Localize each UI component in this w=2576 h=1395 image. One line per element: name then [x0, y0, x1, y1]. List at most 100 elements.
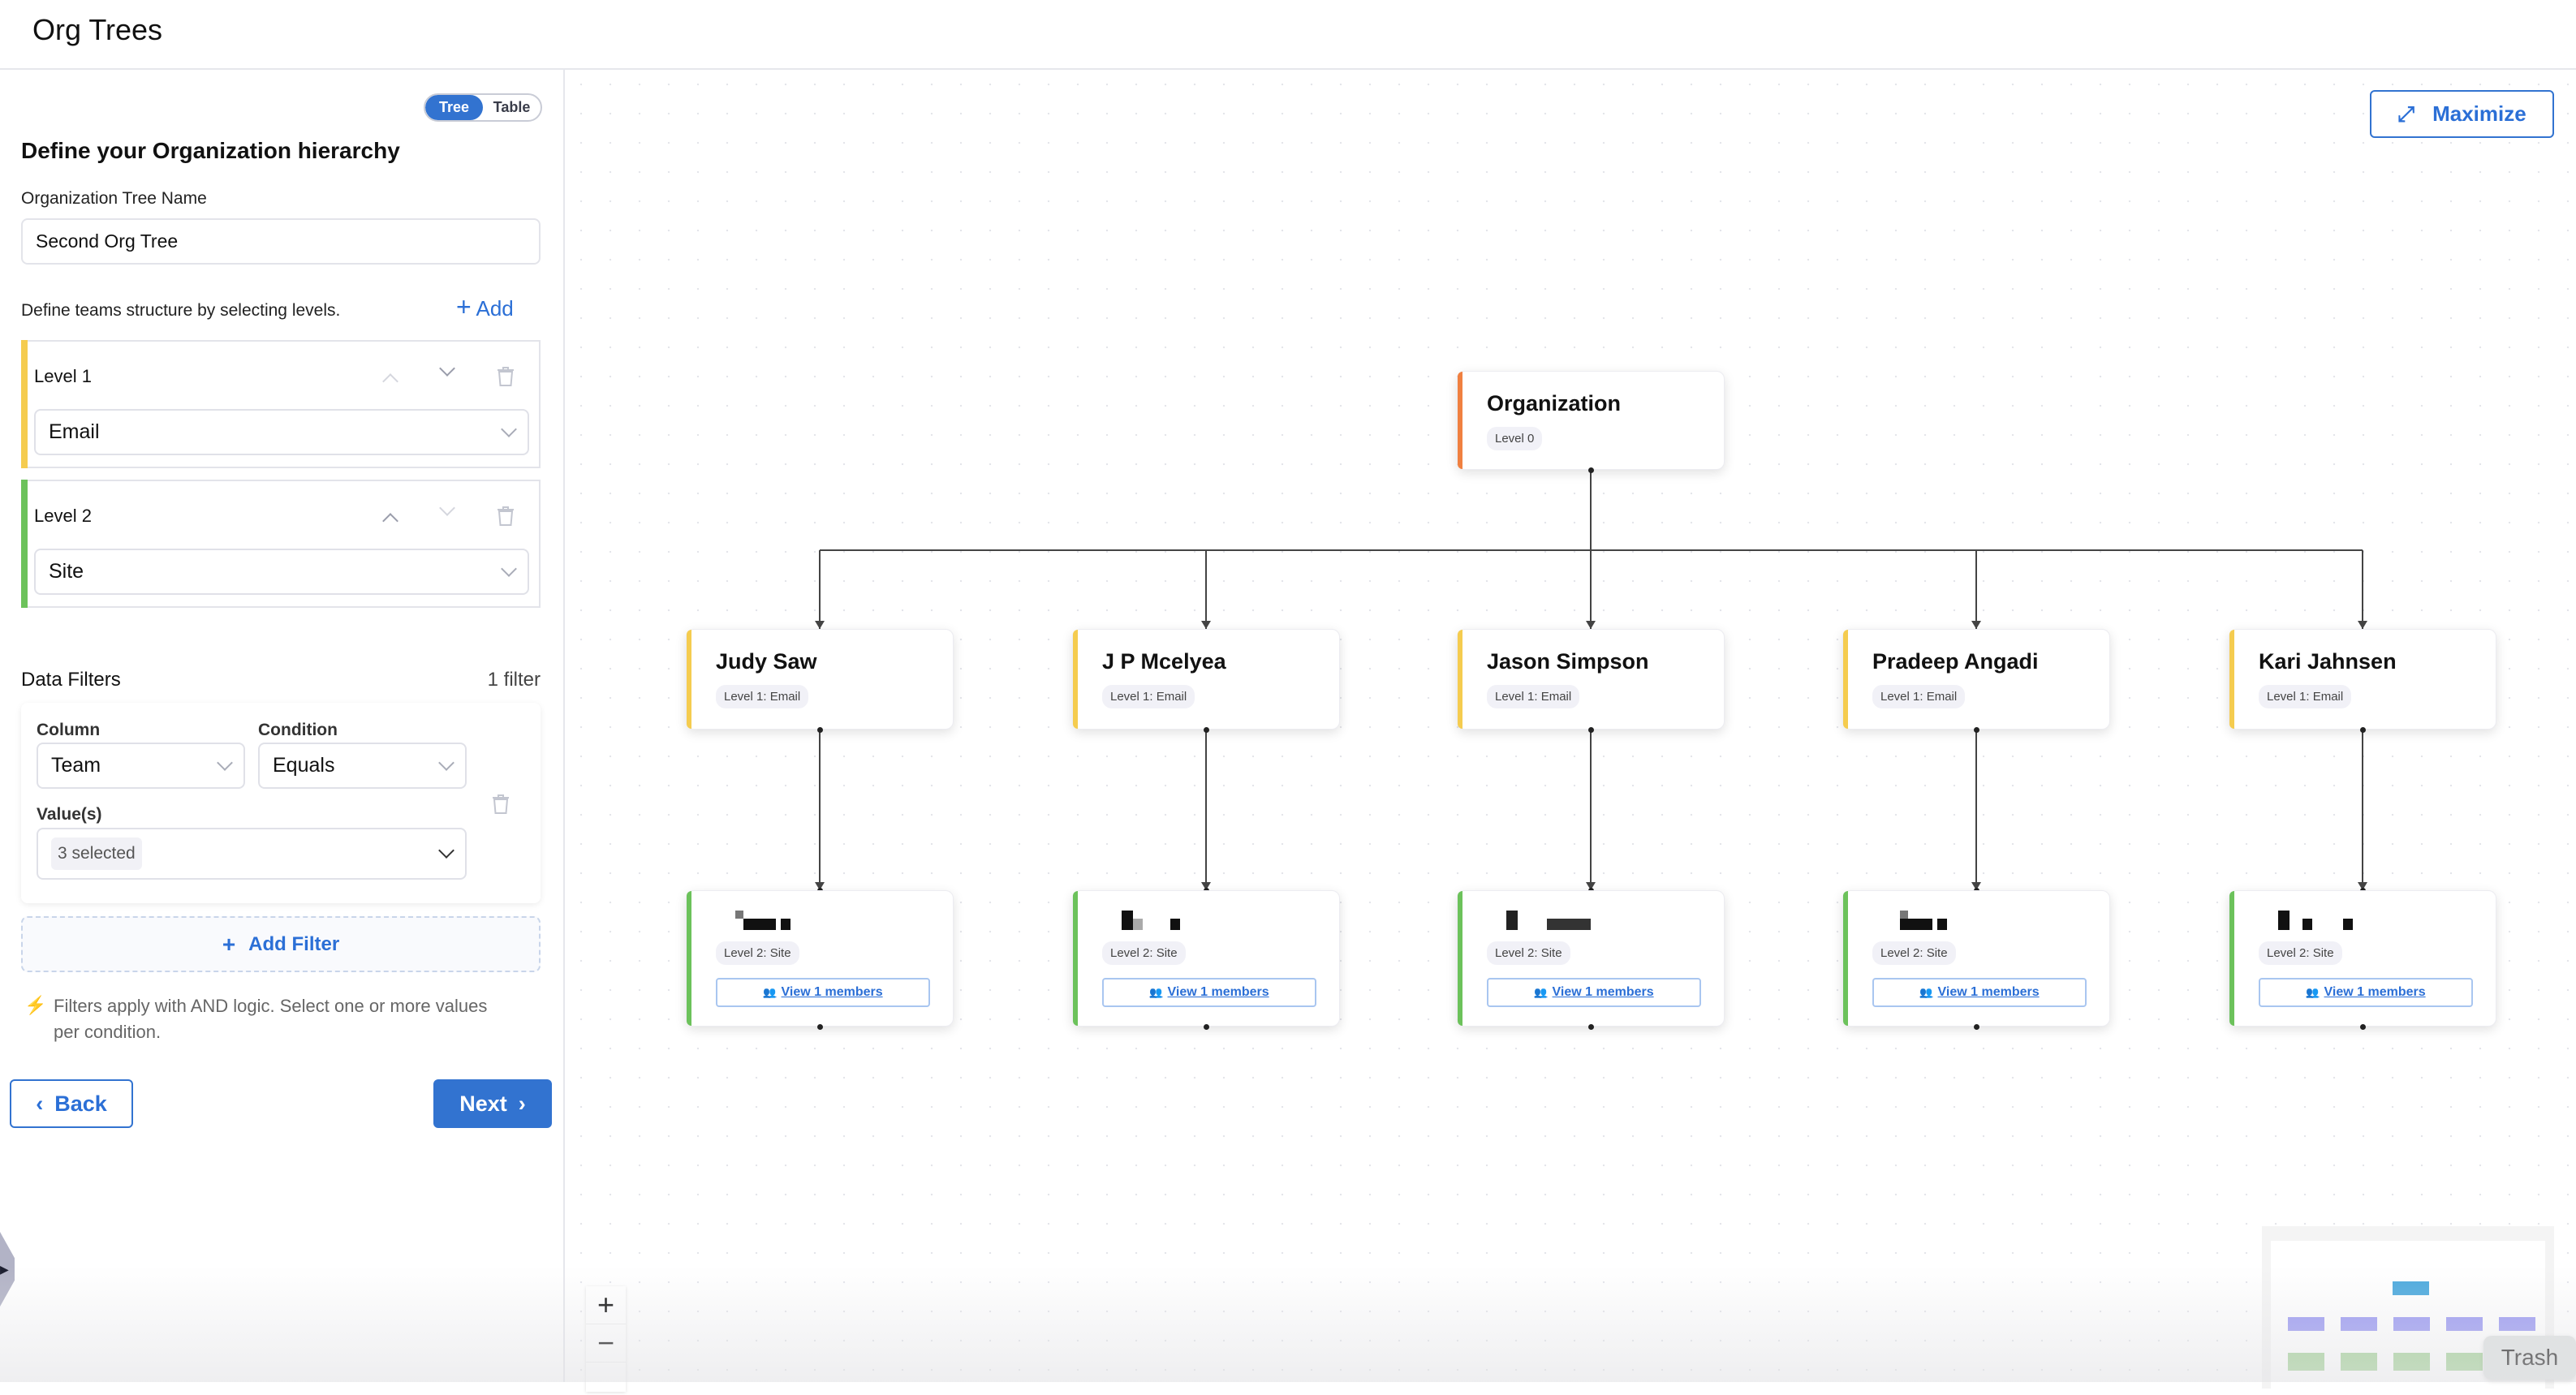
chevron-left-icon: ‹	[36, 1091, 44, 1116]
chevron-down-icon	[438, 842, 454, 859]
expand-icon: ⤢	[2397, 101, 2415, 126]
next-button[interactable]: Next›	[433, 1079, 552, 1128]
chevron-down-icon	[438, 754, 454, 771]
minimap-level1	[2341, 1317, 2377, 1331]
toggle-tree[interactable]: Tree	[425, 95, 483, 120]
tree-name-value: Second Org Tree	[36, 230, 179, 252]
view-toggle[interactable]: Tree Table	[424, 93, 542, 122]
chevron-down-icon	[439, 360, 455, 377]
redacted-name	[1122, 911, 1211, 935]
toggle-table[interactable]: Table	[493, 99, 531, 115]
node-accent	[687, 630, 691, 729]
node-level-badge: Level 0	[1487, 427, 1543, 450]
chevron-right-icon: ›	[518, 1091, 526, 1116]
zoom-controls: + −	[586, 1286, 626, 1392]
members-icon: 👥	[1149, 986, 1163, 998]
minimap-root	[2393, 1281, 2429, 1295]
members-icon: 👥	[1534, 986, 1548, 998]
redaction-pixel	[1170, 919, 1180, 930]
values-select[interactable]: 3 selected	[37, 828, 467, 880]
node-accent	[1458, 630, 1462, 729]
level-1-select[interactable]: Email	[34, 409, 529, 455]
node-accent	[1073, 891, 1078, 1026]
fit-view-button[interactable]	[586, 1363, 626, 1392]
move-down-button[interactable]	[439, 500, 455, 516]
move-up-button[interactable]	[382, 509, 398, 529]
connector-handle	[1204, 727, 1209, 733]
column-select[interactable]: Team	[37, 743, 245, 789]
delete-filter-button[interactable]	[492, 794, 510, 819]
delete-level-button[interactable]	[497, 366, 515, 391]
data-filters-title: Data Filters	[21, 669, 121, 691]
column-label: Column	[37, 721, 101, 739]
node-level-badge: Level 1: Email	[2259, 685, 2352, 708]
zoom-in-button[interactable]: +	[586, 1286, 626, 1324]
level-1-value: Email	[49, 420, 100, 443]
node-level-badge: Level 2: Site	[1872, 941, 1956, 965]
collapse-panel-handle[interactable]: ▶	[0, 1232, 15, 1307]
redaction-pixel	[1122, 911, 1133, 930]
node-name: Organization	[1487, 391, 1622, 415]
node-accent	[2229, 630, 2234, 729]
view-members-label: View 1 members	[1552, 985, 1654, 999]
maximize-button[interactable]: ⤢Maximize	[2370, 90, 2554, 138]
redaction-pixel	[1133, 919, 1143, 930]
connector-handle	[1588, 1024, 1594, 1030]
node-accent	[2229, 891, 2234, 1026]
redaction-pixel	[1547, 919, 1591, 930]
add-filter-button[interactable]: +Add Filter	[21, 916, 541, 972]
level-color-bar	[21, 340, 28, 468]
minimap-level1	[2288, 1317, 2324, 1331]
zoom-out-button[interactable]: −	[586, 1324, 626, 1363]
level-2-select[interactable]: Site	[34, 549, 529, 595]
view-members-button[interactable]: 👥View 1 members	[2259, 978, 2473, 1007]
back-button[interactable]: ‹Back	[10, 1079, 133, 1128]
level2-node[interactable]: Level 2: Site👥View 1 members	[1072, 890, 1340, 1027]
arrow-head	[1201, 621, 1211, 629]
filter-note: Filters apply with AND logic. Select one…	[54, 996, 488, 1042]
add-level-button[interactable]: + Add	[456, 294, 514, 321]
level2-node[interactable]: Level 2: Site👥View 1 members	[1457, 890, 1725, 1027]
column-value: Team	[51, 754, 101, 777]
level-label: Level 2	[34, 506, 92, 526]
view-members-label: View 1 members	[1167, 985, 1269, 999]
node-level-badge: Level 2: Site	[2259, 941, 2342, 965]
arrow-head	[1586, 621, 1596, 629]
values-label: Value(s)	[37, 805, 102, 824]
tree-name-label: Organization Tree Name	[21, 189, 207, 208]
delete-level-button[interactable]	[497, 506, 515, 531]
connector-handle	[1588, 467, 1594, 473]
members-icon: 👥	[2306, 986, 2320, 998]
chevron-down-icon	[501, 560, 517, 577]
view-members-button[interactable]: 👥 View 1 members	[1487, 978, 1701, 1007]
connector-handle	[1974, 1024, 1979, 1030]
tree-name-input[interactable]: Second Org Tree	[21, 218, 541, 265]
view-members-button[interactable]: 👥 View 1 members	[1102, 978, 1316, 1007]
arrow-head	[1971, 882, 1981, 890]
view-members-label: View 1 members	[781, 985, 883, 999]
condition-select[interactable]: Equals	[258, 743, 467, 789]
node-accent	[1458, 372, 1462, 469]
redaction-pixel	[1900, 911, 1908, 919]
node-accent	[1458, 891, 1462, 1026]
level2-node[interactable]: Level 2: Site👥View 1 members	[686, 890, 954, 1027]
move-down-button[interactable]	[439, 360, 455, 377]
page-title: Org Trees	[32, 13, 163, 46]
minimap-level2	[2341, 1353, 2377, 1371]
arrow-head	[1971, 621, 1981, 629]
level2-node[interactable]: Level 2: Site 👥View 1 members	[2229, 890, 2496, 1027]
arrow-head	[2358, 621, 2367, 629]
move-up-button[interactable]	[382, 369, 398, 390]
view-members-button[interactable]: 👥View 1 members	[716, 978, 930, 1007]
redaction-pixel	[2343, 919, 2353, 930]
connector-handle	[1974, 727, 1979, 733]
view-members-button[interactable]: 👥View 1 members	[1872, 978, 2087, 1007]
level2-node[interactable]: Level 2: Site 👥View 1 members	[1842, 890, 2110, 1027]
